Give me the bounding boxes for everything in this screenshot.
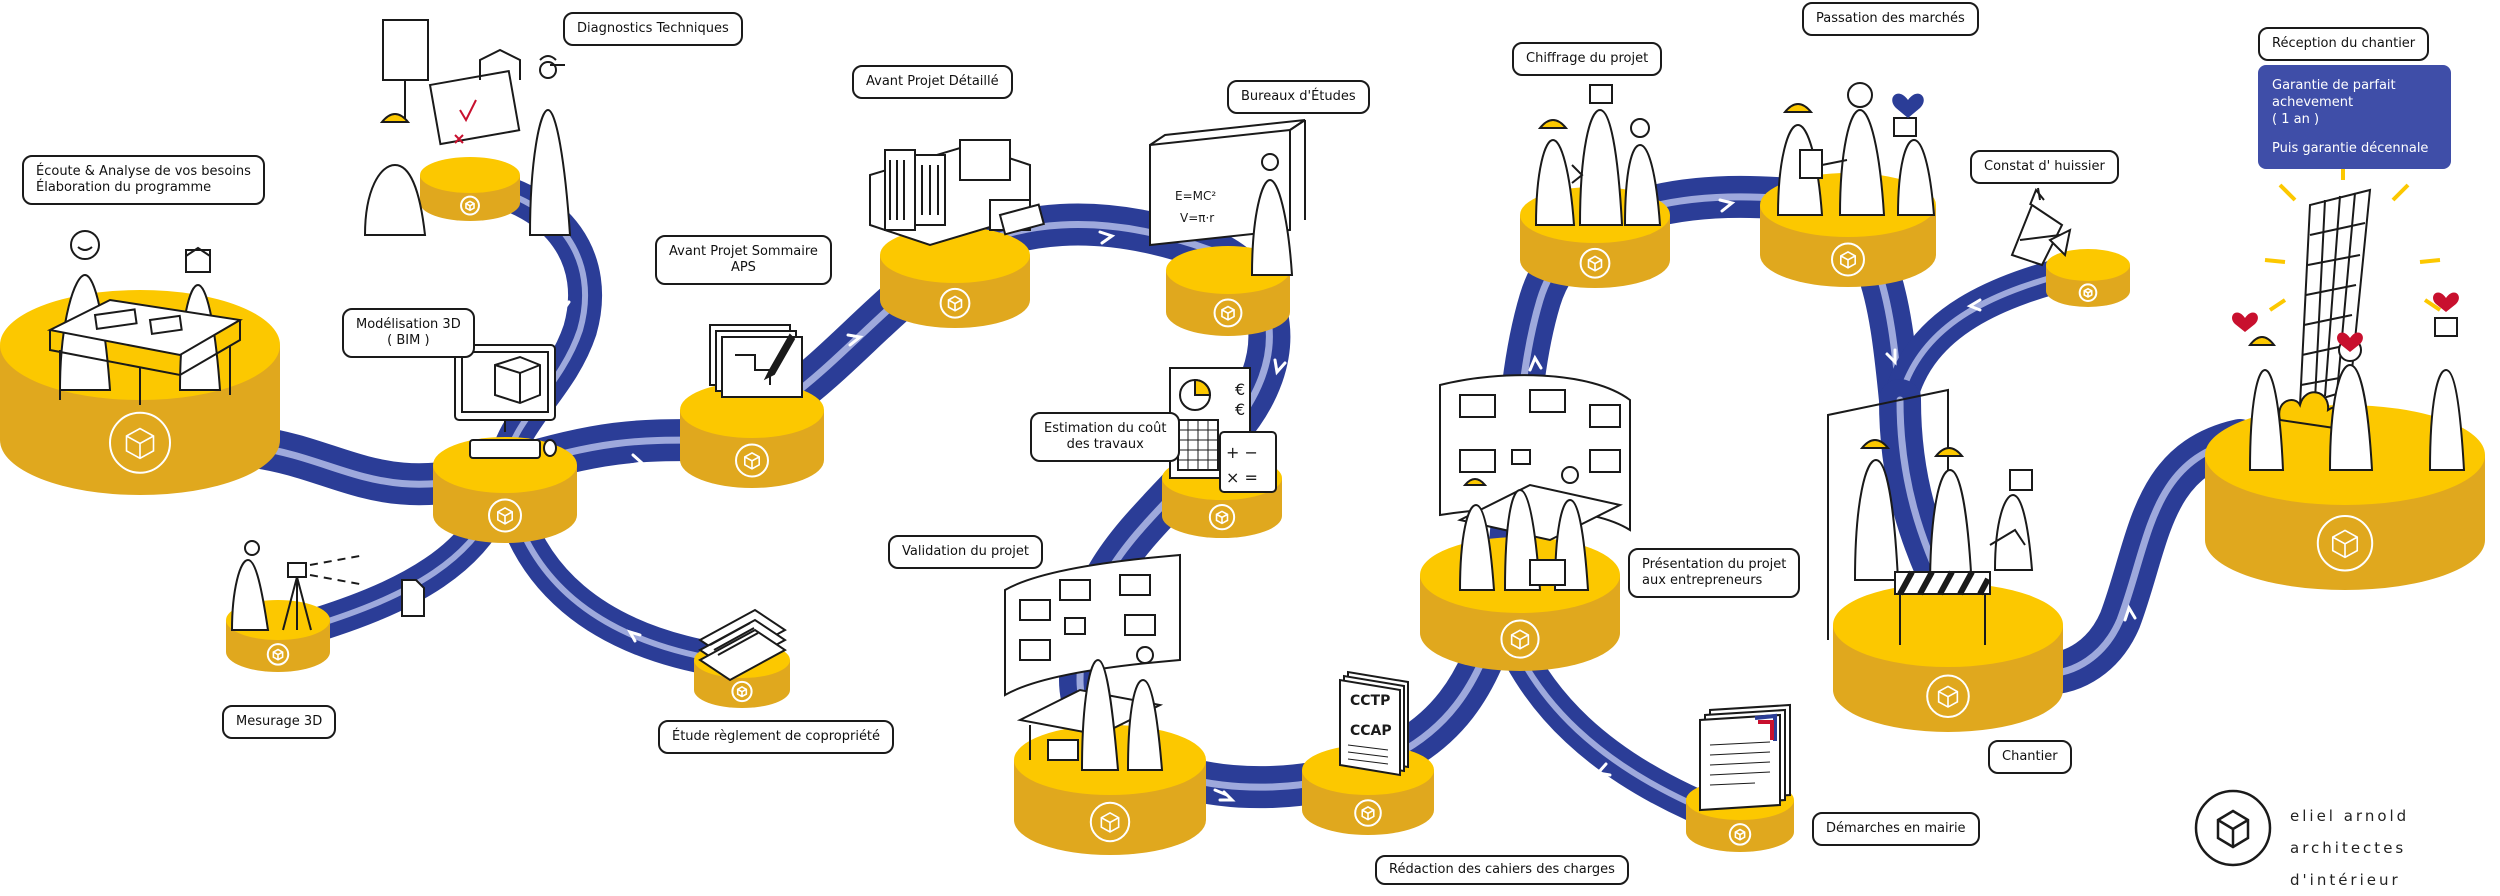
cube-icon <box>2331 529 2359 559</box>
cube-badge-icon <box>1213 298 1243 328</box>
platform-apd <box>880 227 1030 328</box>
brand-logo <box>2194 789 2272 867</box>
ccap-text: CCAP <box>1350 723 1392 739</box>
step-label-demarches: Démarches en mairie <box>1812 812 1980 846</box>
svg-text:V=π·r: V=π·r <box>1180 211 1214 225</box>
computer-illustration <box>454 344 557 459</box>
step-label-apd: Avant Projet Détaillé <box>852 65 1013 99</box>
meeting-table-illustration <box>46 230 243 405</box>
cube-icon <box>497 507 513 525</box>
cctp-ccap-documents-illustration: CCTP CCAP <box>1339 670 1409 777</box>
guarantee-line-2: Puis garantie décennale <box>2272 141 2429 156</box>
guarantee-note: Garantie de parfait achevement ( 1 an ) … <box>2258 65 2451 169</box>
cube-icon <box>947 295 963 312</box>
platform-constat-top <box>2046 249 2130 281</box>
cube-icon <box>1510 629 1530 650</box>
direction-arrows <box>343 198 2137 802</box>
step-label-estimation: Estimation du coût des travaux <box>1030 412 1181 462</box>
chantier-illustration <box>1827 388 2034 645</box>
aps-blueprint-illustration <box>709 324 803 398</box>
illustrations: E=MC² V=π·r € € + − × = <box>46 19 2466 812</box>
cube-icon <box>1100 812 1120 833</box>
cube-badge-icon <box>266 643 290 666</box>
euro-icon: € <box>1235 380 1245 399</box>
brand-name: eliel arnold <box>2290 807 2410 825</box>
step-label-reception: Réception du chantier <box>2258 27 2430 61</box>
chiffrage-illustration <box>1534 84 1662 226</box>
cube-icon <box>1734 828 1746 841</box>
platform-chantier <box>1833 583 2063 732</box>
step-label-mesurage: Mesurage 3D <box>222 705 337 739</box>
guarantee-line-1: Garantie de parfait achevement ( 1 an ) <box>2272 78 2396 127</box>
cube-badge-icon <box>2316 515 2374 572</box>
cube-icon <box>2083 287 2093 298</box>
cube-icon <box>1937 685 1959 708</box>
cube-badge-icon <box>1579 247 1611 279</box>
step-label-constat: Constat d' huissier <box>1970 150 2119 184</box>
step-label-modelisation: Modélisation 3D ( BIM ) <box>342 308 475 358</box>
constat-huissier-illustration <box>2010 187 2072 267</box>
cube-icon <box>744 452 760 470</box>
cube-badge-icon <box>2078 283 2098 303</box>
cube-badge-icon <box>1500 619 1540 659</box>
platforms <box>0 157 2485 855</box>
cube-badge-icon <box>460 195 480 216</box>
cube-icon <box>1361 806 1375 821</box>
reception-building-illustration <box>2232 155 2466 471</box>
svg-text:E=MC²: E=MC² <box>1175 189 1216 203</box>
cctp-text: CCTP <box>1350 693 1390 709</box>
step-label-chantier: Chantier <box>1988 740 2072 774</box>
euro-icon: € <box>1235 400 1245 419</box>
platform-diagnostics <box>420 157 520 221</box>
diagnostics-illustration <box>363 19 572 236</box>
platform-diagnostics-top <box>420 157 520 193</box>
step-label-bureaux: Bureaux d'Études <box>1227 80 1370 114</box>
mesurage-illustration <box>230 540 425 631</box>
step-label-aps: Avant Projet Sommaire APS <box>655 235 832 285</box>
cube-badge-icon <box>488 498 522 533</box>
apd-material-box-illustration <box>869 139 1046 247</box>
cube-icon <box>465 200 475 212</box>
step-label-validation: Validation du projet <box>888 535 1043 569</box>
platform-chantier-top <box>1833 583 2063 667</box>
brand-text: eliel arnold architectes d'intérieur <box>2290 800 2500 896</box>
step-label-copro: Étude règlement de copropriété <box>658 720 895 754</box>
bureaux-etudes-illustration: E=MC² V=π·r <box>1149 119 1306 276</box>
passation-illustration <box>1776 82 1936 216</box>
cube-badge-icon <box>939 287 971 319</box>
presentation-illustration <box>1439 374 1631 591</box>
cube-icon <box>125 427 155 460</box>
copro-documents-illustration <box>698 608 787 682</box>
step-label-passation: Passation des marchés <box>1802 2 1979 36</box>
mairie-documents-illustration <box>1699 703 1791 812</box>
step-label-chiffrage: Chiffrage du projet <box>1512 42 1663 76</box>
cube-badge-icon <box>109 411 171 474</box>
cube-icon <box>1215 510 1229 525</box>
cube-icon <box>736 686 748 698</box>
step-label-presentation: Présentation du projet aux entrepreneurs <box>1628 548 1801 598</box>
cube-badge-icon <box>1728 823 1752 846</box>
cube-icon <box>1840 251 1856 269</box>
platform-constat <box>2046 249 2130 307</box>
cube-badge-icon <box>1926 674 1970 719</box>
cube-badge-icon <box>735 443 769 478</box>
cube-badge-icon <box>731 680 753 703</box>
validation-illustration <box>1004 553 1181 771</box>
step-label-diagnostics: Diagnostics Techniques <box>563 12 743 46</box>
cube-badge-icon <box>1208 503 1236 531</box>
cube-icon <box>272 648 284 661</box>
cube-badge-icon <box>1354 799 1382 827</box>
cube-icon <box>1587 255 1603 272</box>
cube-badge-icon <box>1831 242 1865 277</box>
cube-badge-icon <box>1089 801 1131 843</box>
step-label-redaction: Rédaction des cahiers des charges <box>1375 855 1629 885</box>
cube-icon <box>1221 305 1235 321</box>
plus-minus-icon: + − <box>1226 443 1258 462</box>
brand-tagline: architectes d'intérieur <box>2290 839 2407 889</box>
times-equals-icon: × = <box>1226 468 1258 487</box>
step-label-ecoute: Écoute & Analyse de vos besoins Élaborat… <box>22 155 265 205</box>
